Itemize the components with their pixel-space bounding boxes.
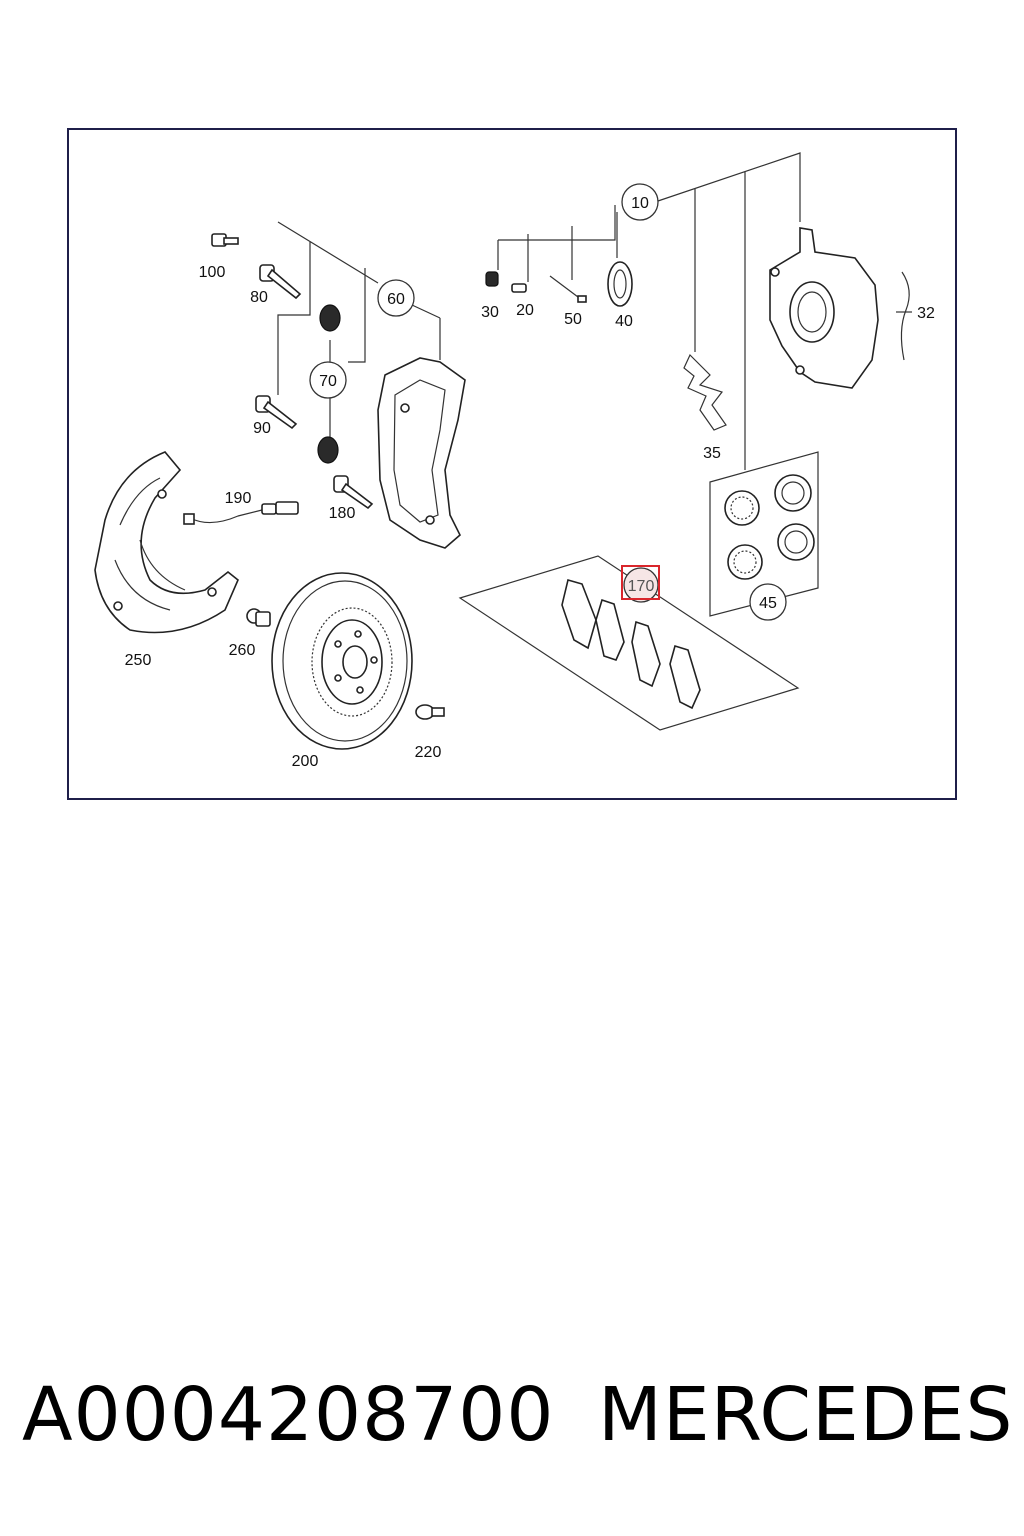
label-90: 90 — [253, 420, 271, 437]
part-30-plug — [485, 271, 499, 287]
label-40: 40 — [615, 313, 633, 330]
part-250-dust-shield — [94, 451, 239, 634]
part-10-caliper-housing — [769, 227, 879, 389]
part-40-seal — [607, 261, 633, 307]
label-250: 250 — [125, 652, 152, 669]
svg-text:170: 170 — [628, 578, 655, 595]
svg-text:60: 60 — [387, 291, 405, 308]
label-30: 30 — [481, 304, 499, 321]
svg-text:10: 10 — [631, 195, 649, 212]
callout-45[interactable]: 45 — [749, 583, 787, 621]
part-200-brake-disc — [271, 572, 413, 750]
part-45-seal-kit — [724, 474, 815, 580]
svg-text:45: 45 — [759, 595, 777, 612]
part-80-bolt — [259, 264, 302, 300]
callout-170-highlighted[interactable]: 170 — [621, 565, 660, 603]
part-260-bolt — [246, 608, 271, 627]
label-190: 190 — [225, 490, 252, 507]
label-35: 35 — [703, 445, 721, 462]
label-260: 260 — [229, 642, 256, 659]
label-220: 220 — [415, 744, 442, 761]
label-180: 180 — [329, 505, 356, 522]
part-number: A0004208700 — [22, 1372, 555, 1458]
leader-lines — [277, 152, 912, 731]
callout-10[interactable]: 10 — [621, 183, 659, 221]
label-20: 20 — [516, 302, 534, 319]
part-70-bushing-bottom — [317, 436, 339, 464]
part-70-bushing-top — [319, 304, 341, 332]
part-170-brake-pads — [561, 579, 701, 710]
diagram-frame — [67, 128, 957, 800]
label-80: 80 — [250, 289, 268, 306]
label-32: 32 — [917, 305, 935, 322]
label-200: 200 — [292, 753, 319, 770]
brand-name: MERCEDES — [598, 1372, 1014, 1458]
part-35-spring-clip — [683, 353, 727, 431]
part-60-caliper-bracket — [377, 357, 466, 549]
part-50-pin — [549, 275, 587, 303]
part-190-wear-sensor — [183, 501, 299, 525]
part-20-bleeder — [511, 283, 527, 293]
svg-text:70: 70 — [319, 373, 337, 390]
part-220-screw — [415, 704, 445, 720]
label-50: 50 — [564, 311, 582, 328]
bottom-caption: A0004208700 MERCEDES — [0, 1372, 1024, 1472]
callout-70[interactable]: 70 — [309, 361, 347, 399]
callout-60[interactable]: 60 — [377, 279, 415, 317]
label-100: 100 — [199, 264, 226, 281]
part-90-bolt — [255, 395, 298, 430]
part-180-bolt — [333, 475, 374, 510]
part-100-bolt — [211, 233, 239, 247]
